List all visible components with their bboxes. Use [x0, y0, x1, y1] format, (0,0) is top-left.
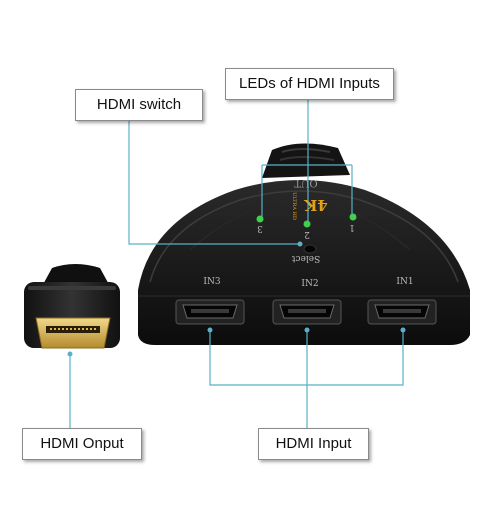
led-in2 — [303, 220, 311, 228]
badge-ultra-hd: ULTRA HD — [291, 192, 297, 220]
select-button — [303, 244, 317, 254]
callout-hdmi-output: HDMI Onput — [22, 428, 142, 460]
out-label: OUT — [294, 177, 318, 188]
callout-hdmi-input: HDMI Input — [258, 428, 369, 460]
hdmi-port-in2 — [272, 299, 342, 325]
leader-lines — [69, 98, 404, 428]
led-in1 — [349, 213, 357, 221]
led-number-1: 1 — [349, 222, 355, 232]
port-label-in2: IN2 — [301, 279, 318, 289]
leader-dots — [67, 241, 406, 357]
hdmi-port-in1 — [367, 299, 437, 325]
badge-4k: 4K — [303, 196, 327, 214]
out-connector — [262, 143, 350, 178]
led-number-3: 3 — [257, 223, 263, 233]
port-label-in3: IN3 — [203, 277, 220, 287]
input-leds — [256, 213, 357, 228]
hdmi-cable-plug — [24, 264, 120, 349]
callout-hdmi-switch: HDMI switch — [75, 89, 203, 121]
callout-leds-of-hdmi-inputs: LEDs of HDMI Inputs — [225, 68, 394, 100]
select-label: Select — [291, 253, 320, 263]
led-number-2: 2 — [304, 229, 310, 239]
port-label-in1: IN1 — [396, 277, 413, 287]
hdmi-port-in3 — [175, 299, 245, 325]
leader-switch — [128, 120, 300, 245]
